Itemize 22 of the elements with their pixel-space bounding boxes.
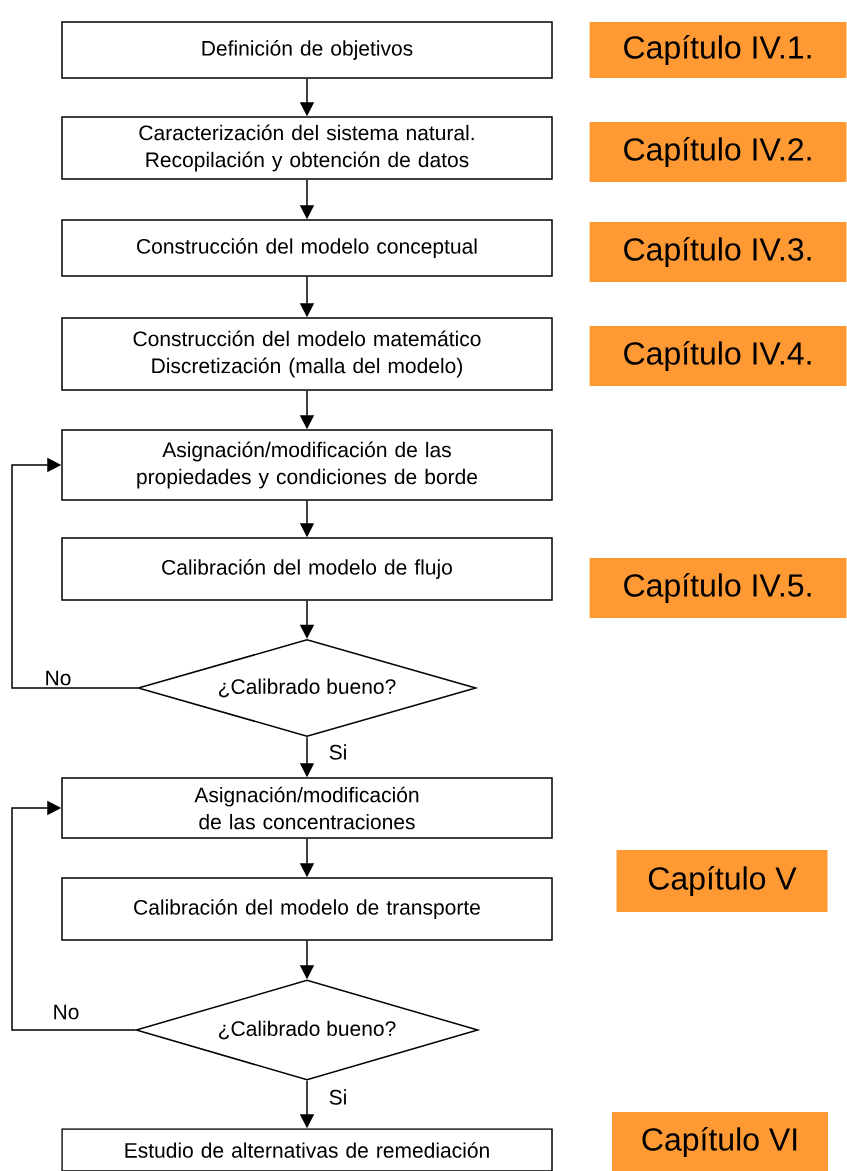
process-box: Estudio de alternativas de remediación <box>61 1128 553 1171</box>
edge-label: No <box>54 1004 79 1020</box>
process-box: Asignación/modificación de las concentraciones <box>61 777 553 839</box>
edge-label: Si <box>329 744 346 760</box>
process-box: Construcción del modelo conceptual <box>61 219 553 277</box>
chapter-label: Capítulo IV.5. <box>589 558 847 618</box>
process-box: Caracterización del sistema natural. Recopilación y obtención de datos <box>61 116 553 180</box>
chapter-label: Capítulo IV.4. <box>589 326 847 386</box>
chapter-label: Capítulo VI <box>612 1112 828 1171</box>
edge-label: No <box>46 670 71 686</box>
chapter-label: Capítulo IV.1. <box>589 22 847 78</box>
chapter-label: Capítulo V <box>616 850 828 912</box>
arrow <box>11 800 136 1031</box>
process-box: Definición de objetivos <box>61 21 553 79</box>
chapter-label: Capítulo IV.3. <box>589 222 847 282</box>
edge-label: Si <box>329 1089 346 1105</box>
process-box: Asignación/modificación de las propiedades y condiciones de borde <box>61 429 553 501</box>
process-box: Calibración del modelo de flujo <box>61 537 553 601</box>
process-box: Construcción del modelo matemático Discretización (malla del modelo) <box>61 317 553 391</box>
chapter-label: Capítulo IV.2. <box>589 122 847 182</box>
process-box: Calibración del modelo de transporte <box>61 877 553 941</box>
arrow <box>11 457 138 689</box>
